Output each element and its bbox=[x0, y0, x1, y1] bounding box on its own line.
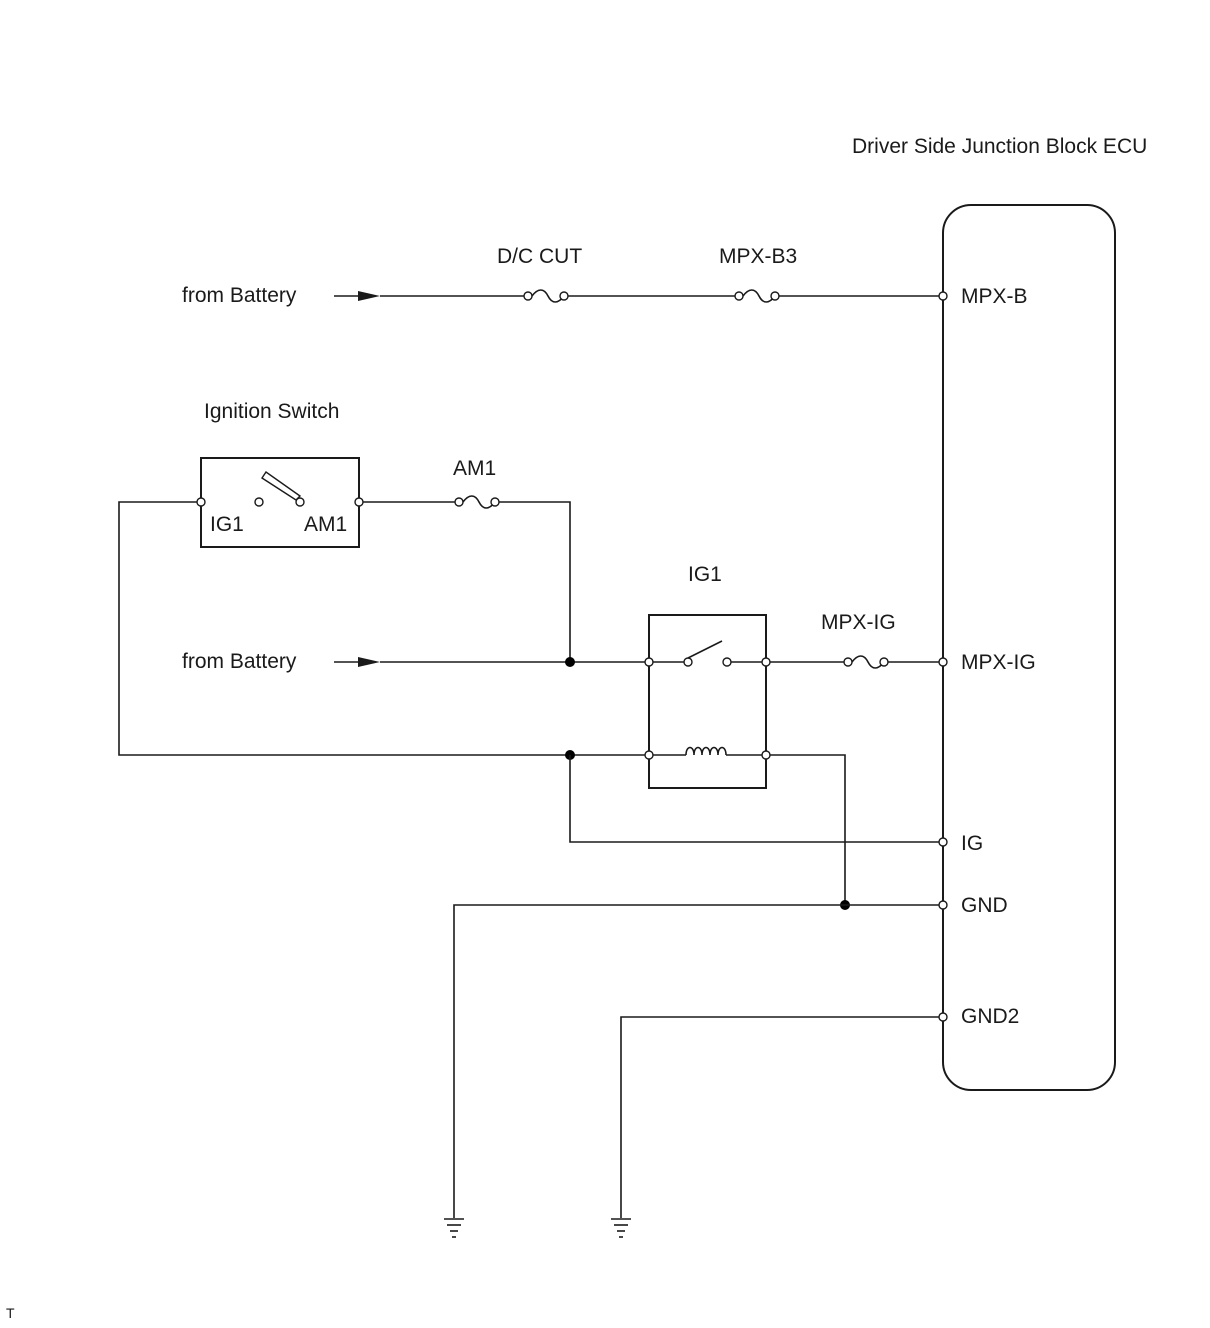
battery-top-label: from Battery bbox=[182, 284, 297, 307]
ignition-switch-title: Ignition Switch bbox=[204, 400, 339, 423]
wire-ig1-loop bbox=[118, 501, 645, 756]
fuse-mpx-ig-label: MPX-IG bbox=[821, 611, 896, 634]
coil-icon bbox=[653, 746, 762, 756]
fuse-dc-cut-label: D/C CUT bbox=[497, 245, 582, 268]
terminal-gnd-label: GND bbox=[961, 894, 1008, 917]
ignition-switch-am1-label: AM1 bbox=[304, 513, 347, 536]
junction-battery-mid bbox=[565, 657, 575, 667]
ignition-switch-ig1-label: IG1 bbox=[210, 513, 244, 536]
battery-mid-label: from Battery bbox=[182, 650, 297, 673]
terminal-gnd2-label: GND2 bbox=[961, 1005, 1019, 1028]
ecu-box bbox=[942, 204, 1116, 1091]
terminal-mpx-b bbox=[938, 291, 948, 301]
wire-coil-to-gnd bbox=[770, 754, 846, 905]
arrow-icon bbox=[334, 657, 380, 667]
ground-icon bbox=[611, 1218, 631, 1238]
wire-gnd2 bbox=[620, 1016, 939, 1218]
wire-to-ig bbox=[569, 755, 939, 843]
wire-gnd bbox=[453, 904, 939, 1218]
relay-terminal bbox=[761, 657, 771, 667]
terminal-gnd bbox=[938, 900, 948, 910]
relay-terminal bbox=[644, 657, 654, 667]
arrow-icon bbox=[334, 291, 380, 301]
fuse-mpx-b3-label: MPX-B3 bbox=[719, 245, 797, 268]
ground-icon bbox=[444, 1218, 464, 1238]
fuse-icon bbox=[843, 655, 889, 669]
relay-terminal bbox=[761, 750, 771, 760]
wire-am1-down bbox=[499, 501, 571, 662]
corner-mark: T bbox=[6, 1305, 15, 1321]
fuse-icon bbox=[734, 289, 780, 303]
relay-title: IG1 bbox=[688, 563, 722, 586]
fuse-icon bbox=[523, 289, 569, 303]
terminal-ig bbox=[938, 837, 948, 847]
terminal-ig-label: IG bbox=[961, 832, 983, 855]
fuse-am1-label: AM1 bbox=[453, 457, 496, 480]
fuse-icon bbox=[454, 495, 500, 509]
ignition-switch-ig1-terminal bbox=[196, 497, 206, 507]
terminal-mpx-b-label: MPX-B bbox=[961, 285, 1028, 308]
terminal-mpx-ig-label: MPX-IG bbox=[961, 651, 1036, 674]
switch-icon bbox=[254, 471, 305, 507]
terminal-gnd2 bbox=[938, 1012, 948, 1022]
terminal-mpx-ig bbox=[938, 657, 948, 667]
switch-icon bbox=[653, 640, 762, 667]
ignition-switch-am1-terminal bbox=[354, 497, 364, 507]
relay-box bbox=[648, 614, 767, 789]
relay-terminal bbox=[644, 750, 654, 760]
ecu-title: Driver Side Junction Block ECU bbox=[852, 135, 1147, 158]
